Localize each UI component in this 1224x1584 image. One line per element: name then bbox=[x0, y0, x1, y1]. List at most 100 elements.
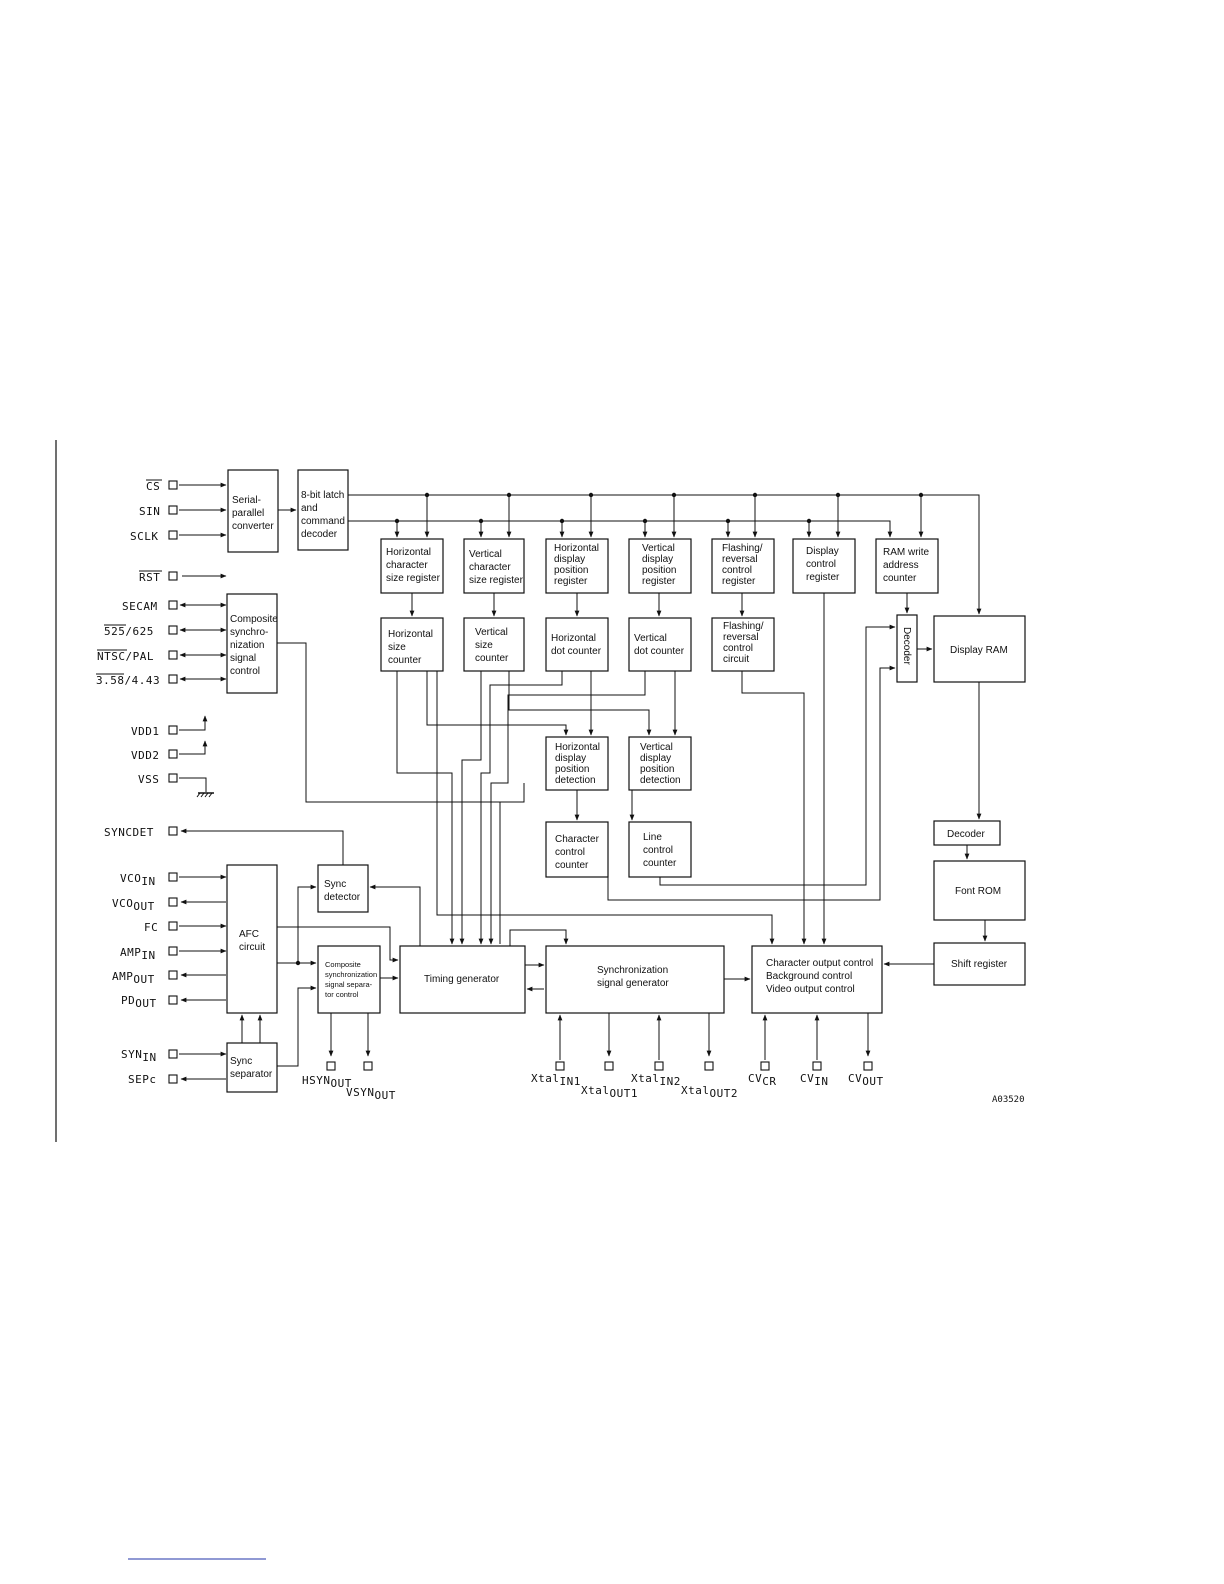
svg-text:VCOOUT: VCOOUT bbox=[112, 897, 155, 913]
pin-cvcr bbox=[760, 1061, 770, 1071]
pin-cvout bbox=[863, 1061, 873, 1071]
pin-hsyn-out bbox=[326, 1061, 336, 1071]
pin-xtal-in2 bbox=[654, 1061, 664, 1071]
pin-xtal-out1 bbox=[604, 1061, 614, 1071]
pin-label-vdd1: VDD1 bbox=[131, 725, 160, 738]
pin-vsyn-out bbox=[363, 1061, 373, 1071]
pin-label-hsyn-out: HSYN bbox=[302, 1074, 331, 1087]
pin-syn-in bbox=[168, 1049, 178, 1059]
pin-label-cvin: CV bbox=[800, 1072, 814, 1085]
svg-text:XtalOUT1: XtalOUT1 bbox=[581, 1084, 638, 1100]
svg-text:AMPIN: AMPIN bbox=[120, 946, 156, 962]
pin-label-rst: RST bbox=[139, 571, 160, 584]
pin-vco-out bbox=[168, 897, 178, 907]
pin-label-syn-in: SYN bbox=[121, 1048, 142, 1061]
svg-text:VSYNOUT: VSYNOUT bbox=[346, 1086, 396, 1102]
pin-syncdet bbox=[168, 826, 178, 836]
pin-358-443 bbox=[168, 674, 178, 684]
pin-label-secam: SECAM bbox=[122, 600, 158, 613]
pin-label-cs: CS bbox=[146, 480, 160, 493]
svg-text:Decoder: Decoder bbox=[901, 627, 912, 665]
block-decoder-vertical: Decoder bbox=[896, 614, 918, 683]
pin-amp-in bbox=[168, 946, 178, 956]
pin-label-vco-in: VCO bbox=[120, 872, 141, 885]
svg-text:NTSC/PAL: NTSC/PAL bbox=[97, 650, 154, 663]
svg-text:CVIN: CVIN bbox=[800, 1072, 829, 1088]
svg-text:525/625: 525/625 bbox=[104, 625, 154, 638]
pin-label-sclk: SCLK bbox=[130, 530, 159, 543]
pin-label-cvcr: CV bbox=[748, 1072, 762, 1085]
pin-cs bbox=[168, 480, 178, 490]
svg-text:CVCR: CVCR bbox=[748, 1072, 777, 1088]
svg-text:Timing generator: Timing generator bbox=[424, 974, 500, 985]
pin-label-amp-out: AMP bbox=[112, 970, 133, 983]
block-timing-generator: Timing generator bbox=[399, 945, 526, 1014]
block-shift-register: Shift register bbox=[933, 942, 1026, 986]
pin-amp-out bbox=[168, 970, 178, 980]
wires bbox=[239, 492, 988, 1067]
pin-label-amp-in: AMP bbox=[120, 946, 141, 959]
pin-label-xtal-out1: Xtal bbox=[581, 1084, 610, 1097]
pin-pd-out bbox=[168, 995, 178, 1005]
pin-label-vco-out: VCO bbox=[112, 897, 133, 910]
bottom-pins: HSYNOUT VSYNOUT XtalIN1 XtalOUT1 XtalIN2… bbox=[302, 1013, 884, 1102]
block-font-rom: Font ROM bbox=[933, 860, 1026, 921]
pin-label-xtal-in1: Xtal bbox=[531, 1072, 560, 1085]
pin-label-vsyn-out: VSYN bbox=[346, 1086, 375, 1099]
svg-text:CVOUT: CVOUT bbox=[848, 1072, 884, 1088]
svg-text:PDOUT: PDOUT bbox=[121, 994, 157, 1010]
pin-label-525: 525 bbox=[104, 625, 125, 638]
pin-xtal-out2 bbox=[704, 1061, 714, 1071]
pin-xtal-in1 bbox=[555, 1061, 565, 1071]
svg-text:AMPOUT: AMPOUT bbox=[112, 970, 155, 986]
svg-text:SYNIN: SYNIN bbox=[121, 1048, 157, 1064]
figure-code: A03520 bbox=[992, 1095, 1025, 1105]
pin-secam bbox=[168, 600, 178, 610]
block-display-ram: Display RAM bbox=[933, 615, 1026, 683]
pin-rst bbox=[168, 571, 178, 581]
pin-label-xtal-in2: Xtal bbox=[631, 1072, 660, 1085]
svg-text:XtalIN1: XtalIN1 bbox=[531, 1072, 581, 1088]
svg-text:XtalIN2: XtalIN2 bbox=[631, 1072, 681, 1088]
svg-text:XtalOUT2: XtalOUT2 bbox=[681, 1084, 738, 1100]
pin-sin bbox=[168, 505, 178, 515]
svg-text:3.58/4.43: 3.58/4.43 bbox=[96, 674, 160, 687]
pin-vdd2 bbox=[168, 749, 178, 759]
